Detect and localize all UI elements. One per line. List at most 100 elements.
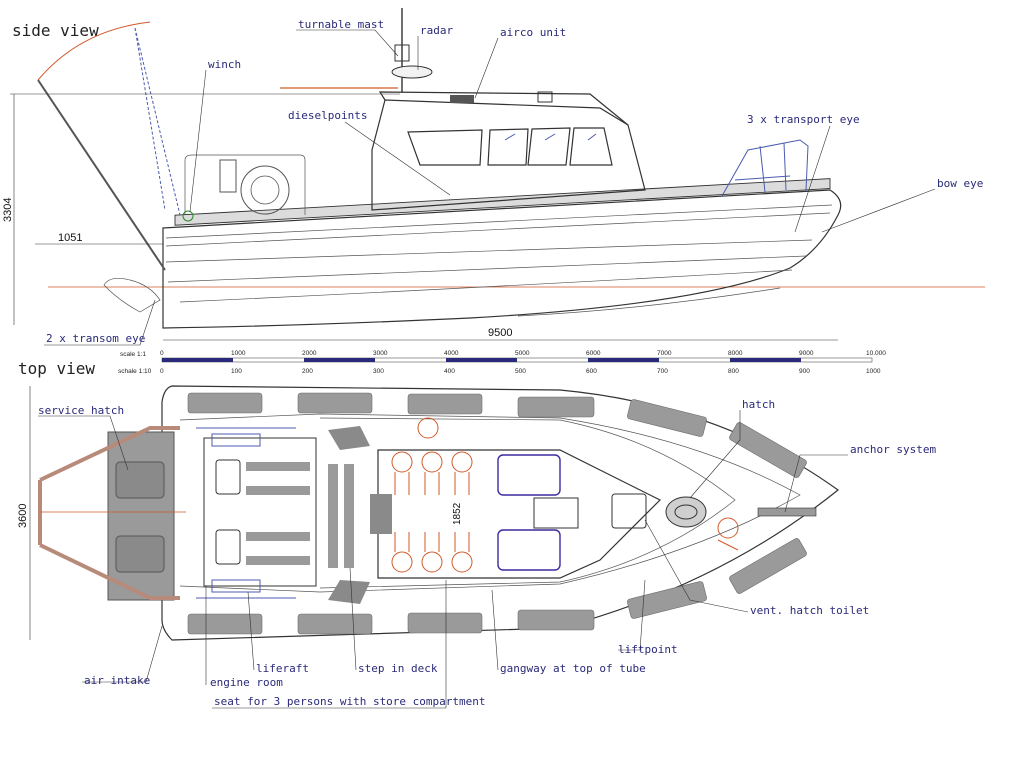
scale-segment xyxy=(588,358,659,362)
scale-tick-label: 400 xyxy=(444,368,455,375)
scale-label-10: schale 1:10 xyxy=(118,368,152,375)
service-hatch-1 xyxy=(115,461,165,499)
fender-pad xyxy=(407,393,483,415)
scale-segment xyxy=(730,358,801,362)
leader-anchor xyxy=(784,454,848,513)
scale-segments xyxy=(162,358,801,362)
forward-hatch xyxy=(611,493,647,529)
aft-frame xyxy=(184,154,306,215)
crane-arc xyxy=(37,21,151,81)
engine-slat-1 xyxy=(246,462,310,471)
label-dieselpoints: dieselpoints xyxy=(288,109,367,122)
fender-pad xyxy=(407,612,483,634)
label-service-hatch: service hatch xyxy=(38,404,124,417)
person-figure xyxy=(451,532,473,573)
liferaft-rail-bottom xyxy=(196,579,296,599)
hull-side xyxy=(162,189,842,329)
scale-tick-label: 600 xyxy=(586,368,597,375)
label-liftpoint: liftpoint xyxy=(618,643,678,656)
label-seat: seat for 3 persons with store compartmen… xyxy=(214,695,486,708)
label-anchor-system: anchor system xyxy=(850,443,936,456)
scale-segment xyxy=(446,358,517,362)
scale-tick-label: 6000 xyxy=(586,350,601,357)
transom-platform xyxy=(107,431,175,601)
crane-arm xyxy=(37,79,166,271)
engine-slat-3 xyxy=(246,532,310,541)
wheelhouse xyxy=(371,99,646,211)
liferaft-ring-inner xyxy=(250,175,280,205)
leader-vent-hatch xyxy=(644,519,749,613)
cockpit xyxy=(377,449,662,579)
label-winch: winch xyxy=(208,58,241,71)
scale-tick-label: 8000 xyxy=(728,350,743,357)
leader-bow-eye xyxy=(821,188,936,233)
scale-tick-label: 0 xyxy=(160,368,164,375)
dim-length: 9500 xyxy=(488,327,512,339)
dim-inner: 1852 xyxy=(452,502,463,525)
scale-tick-label: 4000 xyxy=(444,350,459,357)
helm-seat-1 xyxy=(497,454,561,496)
person-figure xyxy=(391,532,413,573)
scale-tick-label: 300 xyxy=(373,368,384,375)
step-chevron-bottom xyxy=(328,580,370,604)
scale-tick-label: 7000 xyxy=(657,350,672,357)
label-vent-hatch-toilet: vent. hatch toilet xyxy=(750,604,869,617)
leader-air-intake xyxy=(82,625,163,683)
chine-line-1 xyxy=(165,239,813,263)
engine-slat-4 xyxy=(246,556,310,565)
fender-pad xyxy=(627,581,707,619)
tube-line-2 xyxy=(165,212,831,247)
engine-hatch-1 xyxy=(215,459,241,495)
helm-seat-2 xyxy=(497,529,561,571)
label-liferaft: liferaft xyxy=(256,662,309,675)
cabin-window-2 xyxy=(487,128,529,166)
scale-tick-label: 1000 xyxy=(866,368,881,375)
label-air-intake: air intake xyxy=(84,674,150,687)
keel-strip xyxy=(517,287,781,317)
deck-rail xyxy=(174,178,831,226)
scale-tick-label: 10.000 xyxy=(866,350,886,357)
scale-tick-label: 900 xyxy=(799,368,810,375)
person-figure xyxy=(717,517,739,551)
leader-transport-eye xyxy=(794,125,831,233)
scale-label-1: scale 1:1 xyxy=(120,351,146,358)
winch xyxy=(182,210,194,222)
scale-tick-label: 3000 xyxy=(373,350,388,357)
cabin-window-4 xyxy=(569,127,613,166)
fender-pad xyxy=(729,422,807,478)
fender-pads xyxy=(187,392,807,635)
scale-tick-label: 9000 xyxy=(799,350,814,357)
label-turnable-mast: turnable mast xyxy=(298,18,384,31)
person-figure xyxy=(391,451,413,495)
scale-tick-label: 500 xyxy=(515,368,526,375)
center-console xyxy=(370,494,392,534)
leader-step xyxy=(349,567,357,671)
label-step-in-deck: step in deck xyxy=(358,662,438,675)
label-hatch: hatch xyxy=(742,398,775,411)
label-engine-room: engine room xyxy=(210,676,283,689)
scale-segment xyxy=(304,358,375,362)
scale-tick-label: 5000 xyxy=(515,350,530,357)
step-chevron-top xyxy=(328,426,370,450)
scale-tick-label: 800 xyxy=(728,368,739,375)
chine-line-2 xyxy=(167,255,807,283)
radar-dome xyxy=(391,65,433,79)
scale-tick-label: 100 xyxy=(231,368,242,375)
liferaft-ring xyxy=(240,165,290,215)
leader-turnable-mast xyxy=(296,29,399,57)
outboard xyxy=(103,278,161,313)
step-slat-1 xyxy=(328,464,338,568)
label-gangway: gangway at top of tube xyxy=(500,662,646,675)
leader-liferaft xyxy=(247,591,255,671)
fender-pad xyxy=(187,392,263,414)
console-panel xyxy=(533,497,579,529)
dim-beam: 3600 xyxy=(17,504,29,528)
person-figure xyxy=(421,451,443,495)
scale-tick-label: 200 xyxy=(302,368,313,375)
top-view-title: top view xyxy=(18,359,95,378)
scale-segment xyxy=(162,358,233,362)
label-bow-eye: bow eye xyxy=(937,177,983,190)
label-radar: radar xyxy=(420,24,453,37)
